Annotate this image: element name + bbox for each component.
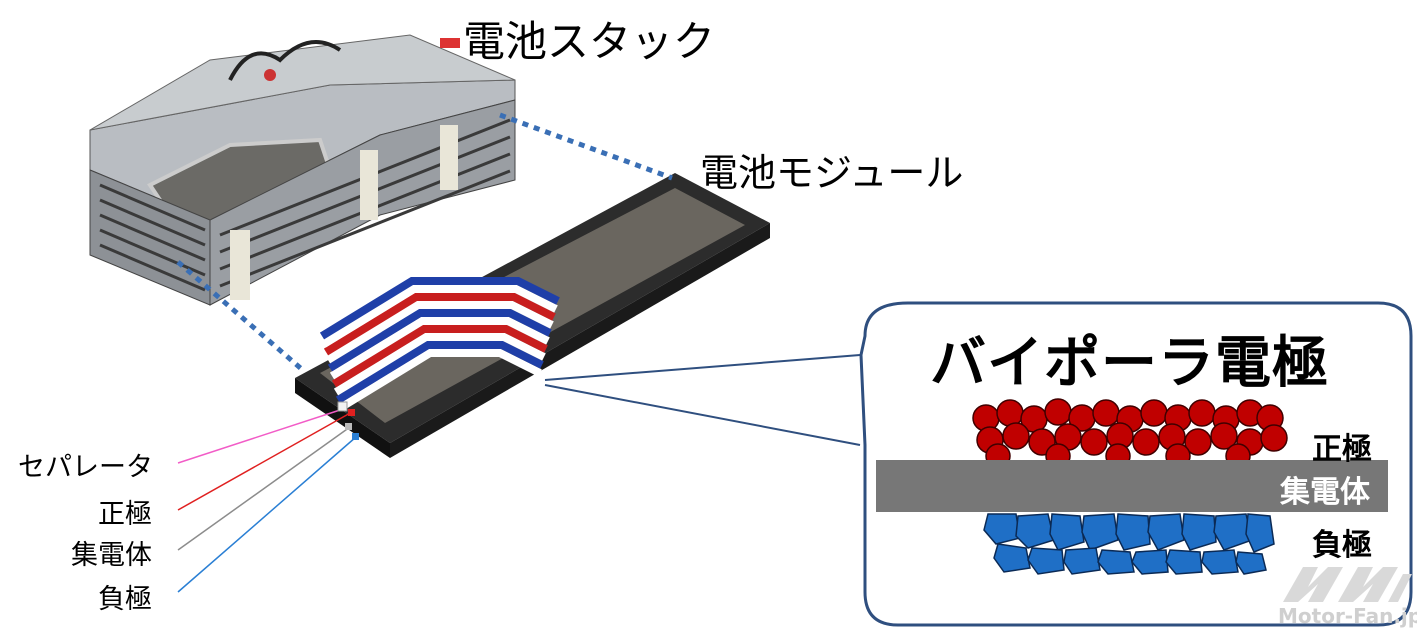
- positive-leader: [177, 411, 353, 511]
- callout-layer-negative: 負極: [1312, 528, 1372, 563]
- collector-leader: [177, 426, 351, 551]
- legend-negative-electrode: 負極: [98, 584, 152, 615]
- callout-bubble: [859, 301, 1413, 627]
- battery-module-label: 電池モジュール: [700, 151, 964, 195]
- separator-leader: [177, 409, 341, 464]
- motor-fan-logo-icon: [1283, 567, 1412, 602]
- callout-title: バイポーラ電極: [930, 331, 1329, 396]
- watermark-text: Motor-Fan.jp: [1278, 604, 1417, 628]
- callout-layer-collector: 集電体: [1280, 475, 1370, 510]
- callout-layer-positive: 正極: [1312, 432, 1372, 467]
- battery-stack-label: 電池スタック: [463, 17, 716, 66]
- legend-current-collector: 集電体: [71, 540, 152, 571]
- legend-separator: セパレータ: [18, 452, 153, 483]
- negative-leader: [177, 436, 357, 593]
- battery-module-photo-icon: [295, 173, 770, 458]
- battery-stack-photo-icon: [89, 34, 516, 306]
- legend-positive-electrode: 正極: [98, 499, 152, 530]
